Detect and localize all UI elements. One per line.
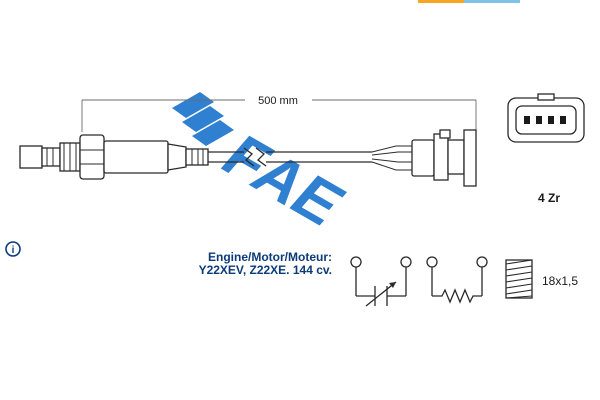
logo-stripe-1	[172, 92, 214, 118]
dimension-line	[81, 99, 477, 132]
variable-resistor-icon	[350, 256, 412, 307]
oxygen-sensor	[19, 129, 477, 187]
accent-bar-cyan	[464, 0, 520, 3]
engine-codes: Y22XEV, Z22XE. 144 cv.	[199, 263, 332, 277]
length-label: 500 mm	[258, 95, 298, 107]
thread-icon	[505, 259, 533, 299]
accent-bar-orange	[418, 0, 464, 3]
logo-stripe-3	[192, 120, 234, 146]
connector-face-icon	[507, 93, 585, 143]
logo-stripe-2	[182, 106, 224, 132]
engine-label: Engine/Motor/Moteur:	[208, 250, 332, 264]
info-icon-glyph: i	[12, 245, 15, 256]
thread-spec: 18x1,5	[542, 274, 578, 288]
wires-label: 4 Zr	[538, 191, 560, 205]
info-icon: i	[5, 241, 21, 257]
fae-logo: FAE	[172, 92, 353, 241]
heater-resistor-icon	[426, 256, 488, 304]
logo-text: FAE	[213, 120, 353, 241]
